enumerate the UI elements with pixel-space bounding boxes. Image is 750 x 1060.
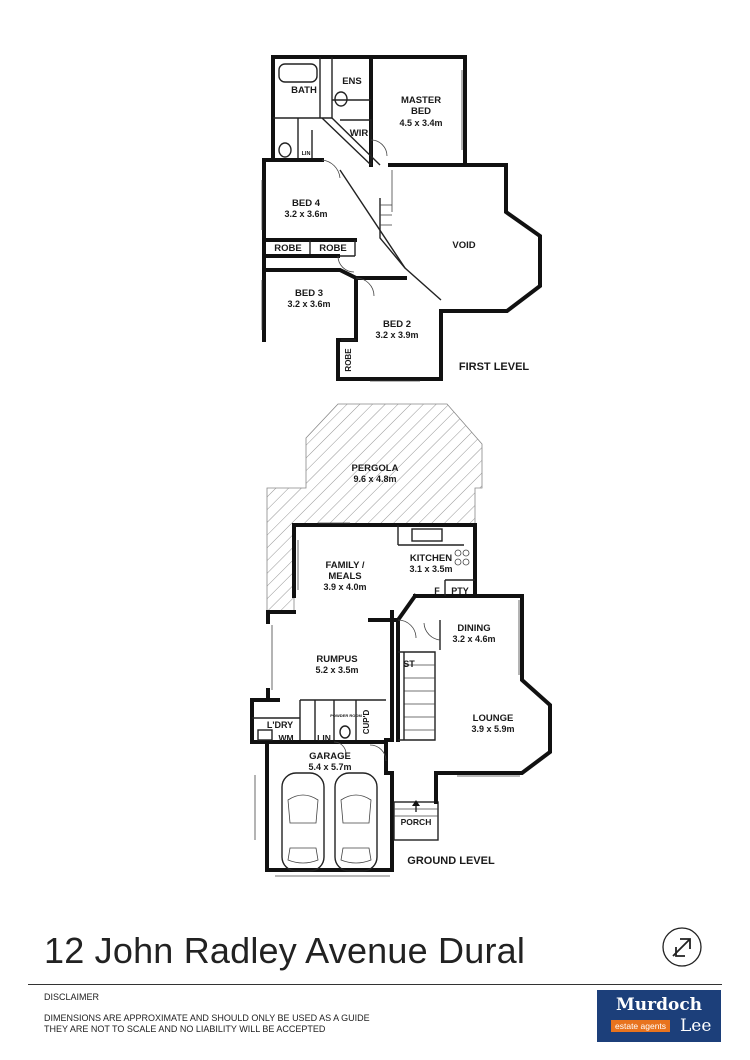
- room-family-name: FAMILY /: [325, 560, 364, 571]
- room-pantry: PTY: [451, 586, 469, 596]
- logo-name: Murdoch: [615, 995, 703, 1015]
- room-laundry: L'DRY: [267, 720, 293, 730]
- room-robe-b: ROBE: [319, 243, 346, 254]
- room-void: VOID: [452, 240, 475, 251]
- room-garage-dims: 5.4 x 5.7m: [308, 762, 351, 772]
- room-bed3-dims: 3.2 x 3.6m: [287, 299, 330, 309]
- room-fridge: F: [434, 586, 440, 596]
- room-bath: BATH: [291, 85, 317, 96]
- footer-divider: [28, 984, 722, 985]
- room-family-dims: 3.9 x 4.0m: [323, 582, 366, 592]
- room-master-name: MASTER: [401, 95, 441, 106]
- first-level-label: FIRST LEVEL: [459, 361, 530, 373]
- room-wir: WIR: [350, 128, 369, 139]
- room-pergola-name: PERGOLA: [352, 463, 399, 474]
- room-linen: LIN: [302, 151, 311, 157]
- ground-level-label: GROUND LEVEL: [407, 855, 495, 867]
- room-robe-c: ROBE: [344, 348, 353, 372]
- room-cupboard: CUP'D: [362, 709, 371, 734]
- floor-plan: BATH ENS LIN MASTER BED 4.5 x 3.4m WIR B…: [250, 55, 552, 877]
- first-level-plan: BATH ENS LIN MASTER BED 4.5 x 3.4m WIR B…: [261, 55, 542, 382]
- room-porch: PORCH: [401, 817, 432, 827]
- ground-level-plan: PERGOLA 9.6 x 4.8m FAMILY / MEALS 3.9 x …: [250, 403, 552, 877]
- car-icon: [334, 772, 378, 872]
- disclaimer-line-1: DIMENSIONS ARE APPROXIMATE AND SHOULD ON…: [44, 1013, 370, 1023]
- room-master-dims: 4.5 x 3.4m: [399, 118, 442, 128]
- room-master-name-2: BED: [411, 106, 431, 117]
- room-lounge-name: LOUNGE: [473, 713, 514, 724]
- room-rumpus-dims: 5.2 x 3.5m: [315, 665, 358, 675]
- logo-tagline: estate agents: [611, 1020, 671, 1032]
- room-powder: POWDER ROOM: [330, 713, 362, 718]
- room-bed4-dims: 3.2 x 3.6m: [284, 209, 327, 219]
- room-dining-name: DINING: [457, 623, 490, 634]
- room-robe-a: ROBE: [274, 243, 301, 254]
- disclaimer-title: DISCLAIMER: [44, 992, 100, 1002]
- car-icon: [281, 772, 325, 872]
- room-bed2-dims: 3.2 x 3.9m: [375, 330, 418, 340]
- room-pergola-dims: 9.6 x 4.8m: [353, 474, 396, 484]
- room-bed4-name: BED 4: [292, 198, 321, 209]
- room-washing-machine: WM: [278, 733, 293, 743]
- room-rumpus-name: RUMPUS: [316, 654, 357, 665]
- room-garage-name: GARAGE: [309, 751, 351, 762]
- room-storage: ST: [403, 659, 415, 669]
- room-linen-ground: LIN: [317, 733, 331, 743]
- room-lounge-dims: 3.9 x 5.9m: [471, 724, 514, 734]
- agency-logo: Murdoch estate agents Lee: [597, 990, 721, 1042]
- logo-name-2: Lee: [680, 1016, 712, 1036]
- room-dining-dims: 3.2 x 4.6m: [452, 634, 495, 644]
- property-address: 12 John Radley Avenue Dural: [44, 930, 526, 971]
- room-ensuite: ENS: [342, 76, 362, 87]
- room-family-name-2: MEALS: [328, 571, 361, 582]
- north-arrow-icon: [662, 927, 702, 967]
- room-kitchen-dims: 3.1 x 3.5m: [409, 564, 452, 574]
- room-bed2-name: BED 2: [383, 319, 411, 330]
- disclaimer-line-2: THEY ARE NOT TO SCALE AND NO LIABILITY W…: [44, 1024, 326, 1034]
- room-kitchen-name: KITCHEN: [410, 553, 452, 564]
- room-bed3-name: BED 3: [295, 288, 323, 299]
